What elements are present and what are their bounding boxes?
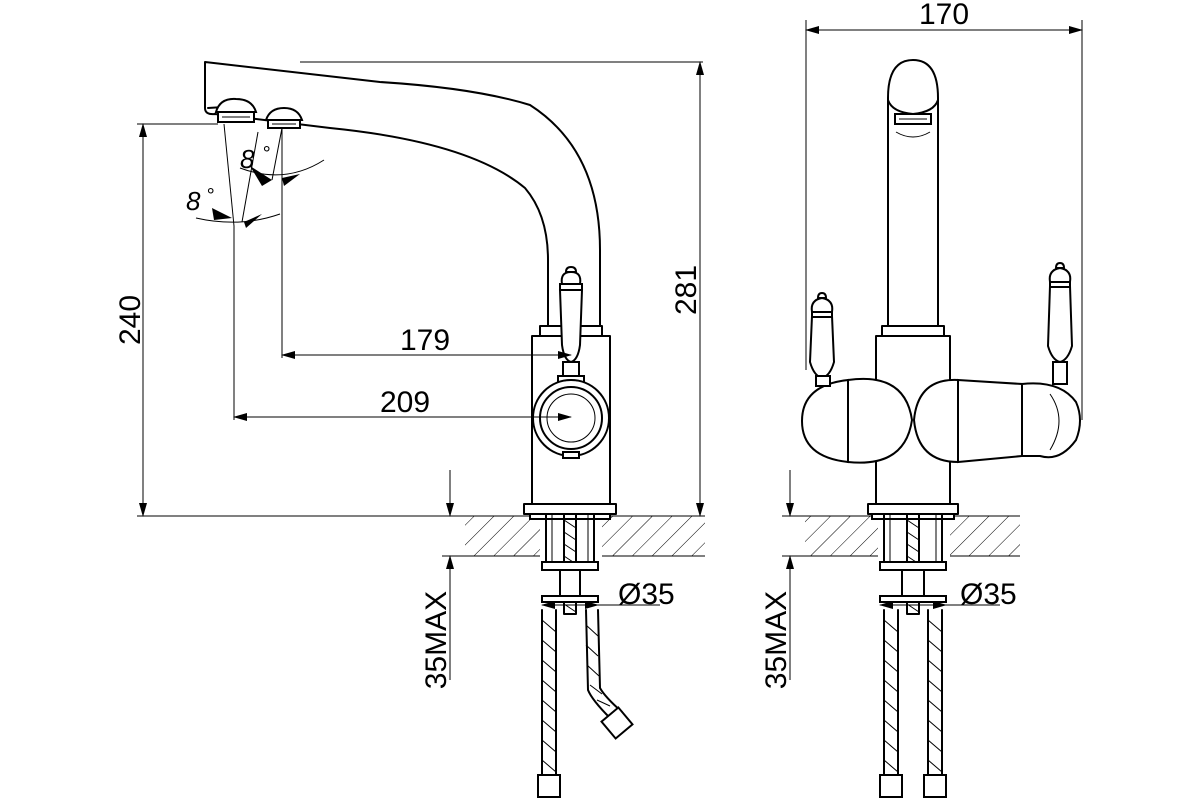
aerator-outlet-1 xyxy=(214,97,258,123)
aerator-outlet-2 xyxy=(264,106,304,129)
dimension-label-179: 179 xyxy=(400,324,450,357)
lever-handle-side xyxy=(557,265,585,387)
dimension-label-170: 170 xyxy=(919,0,969,31)
spout-side xyxy=(204,61,601,327)
mounting-stud-front xyxy=(879,513,947,615)
dimension-179: 179 xyxy=(281,185,572,359)
dimension-240: 240 xyxy=(114,123,147,517)
cartridge-right-front xyxy=(912,261,1081,464)
angle-degree-lower: ° xyxy=(206,185,214,207)
angle-label-lower: 8 xyxy=(186,186,201,216)
dimension-170: 170 xyxy=(805,0,1083,420)
dimension-label-35max-front: 35MAX xyxy=(760,591,793,689)
dimension-35max-side: 35MAX xyxy=(420,470,465,689)
mounting-stud-side xyxy=(541,513,599,615)
dimension-281: 281 xyxy=(670,61,704,517)
angle-label-upper: 8 xyxy=(240,144,255,174)
cartridge-left-front xyxy=(800,291,914,464)
angle-construction xyxy=(195,123,325,228)
dimension-diameter-front: Ø35 xyxy=(879,578,1017,611)
dimension-label-281: 281 xyxy=(670,265,703,315)
front-view: 170 35MAX Ø35 xyxy=(760,0,1083,798)
hoses-front xyxy=(879,609,947,798)
dimension-label-diameter-front: Ø35 xyxy=(960,578,1017,611)
countertop-side xyxy=(465,514,705,558)
side-view: 8 ° 8 ° 240 281 179 209 xyxy=(114,61,705,798)
dimension-label-35max-side: 35MAX xyxy=(420,591,453,689)
cartridge-side xyxy=(532,379,610,459)
dimension-209: 209 xyxy=(233,226,572,421)
dimension-label-240: 240 xyxy=(114,295,147,345)
dimension-label-diameter-side: Ø35 xyxy=(618,578,675,611)
hoses-side xyxy=(537,609,634,798)
angle-degree-upper: ° xyxy=(262,143,270,165)
dimension-diameter-side: Ø35 xyxy=(541,578,675,611)
dimension-35max-front: 35MAX xyxy=(760,470,805,689)
faucet-body-front xyxy=(867,335,959,520)
spout-front xyxy=(881,59,945,337)
dimension-label-209: 209 xyxy=(380,386,430,419)
